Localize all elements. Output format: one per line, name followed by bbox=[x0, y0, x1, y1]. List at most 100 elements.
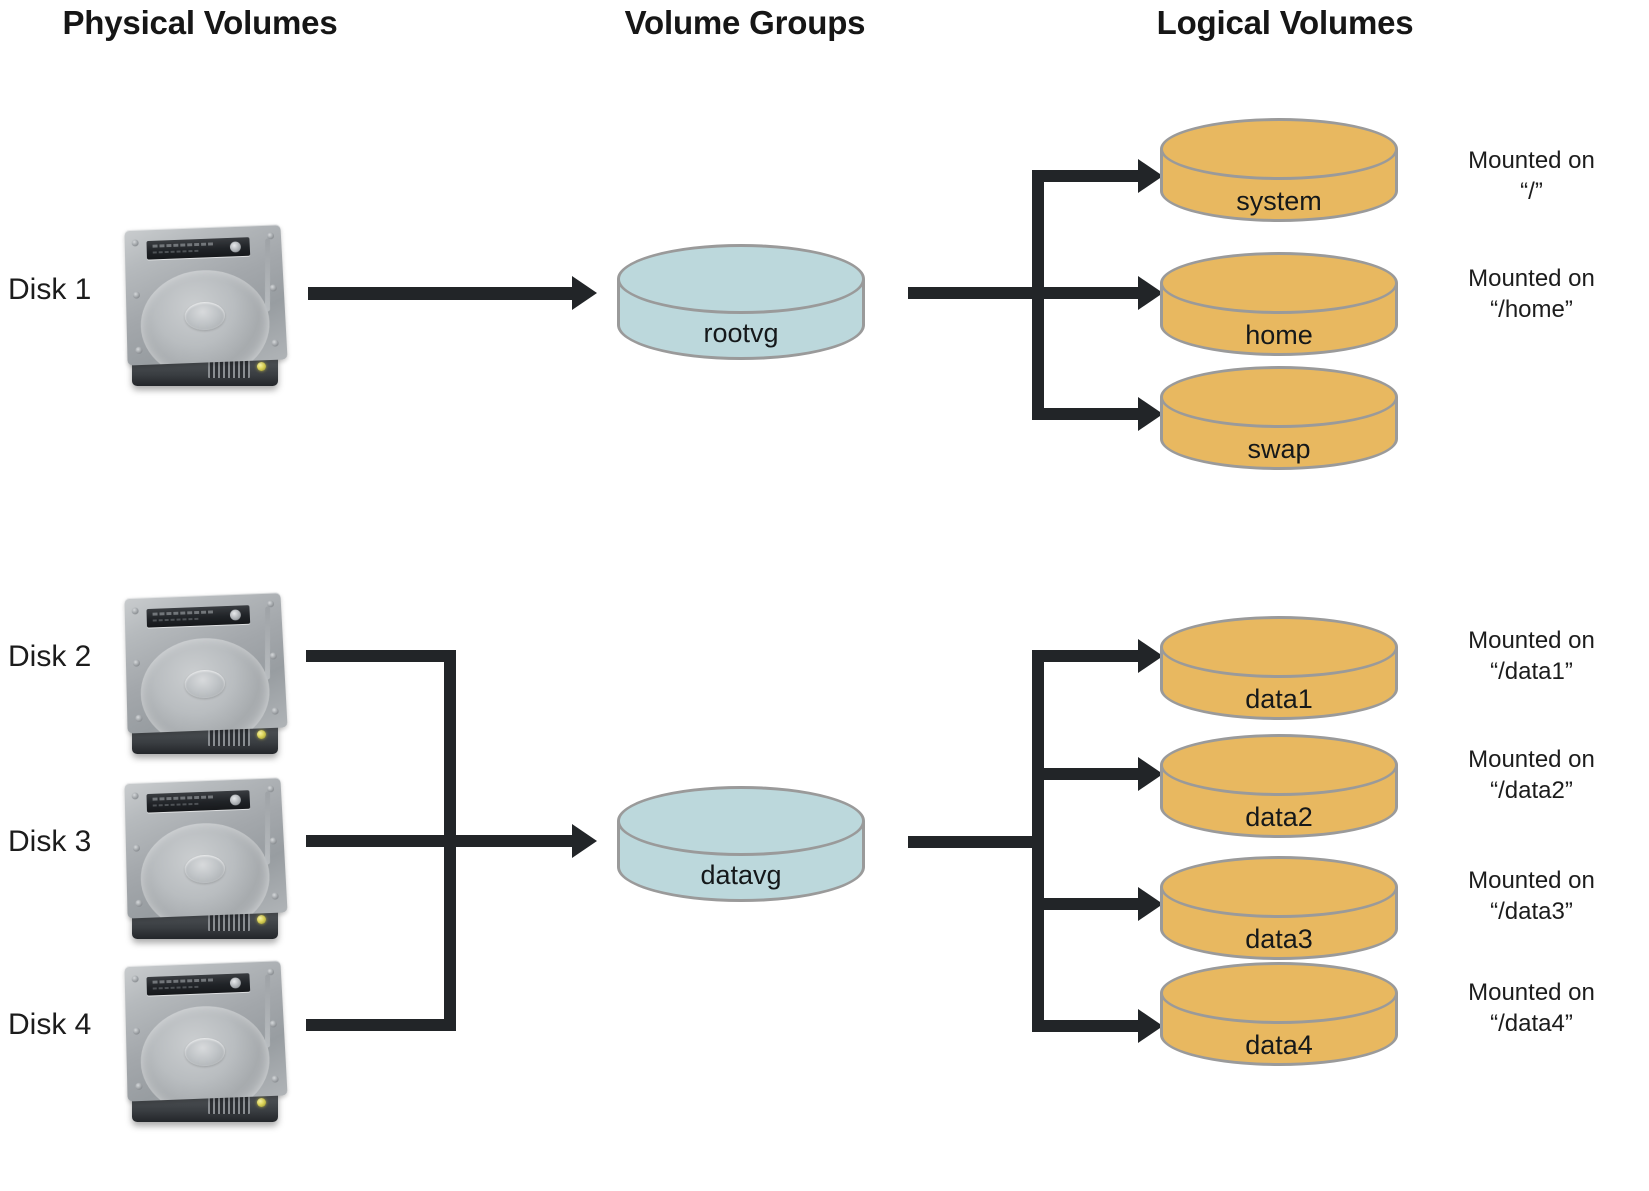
connector-disk2-branch bbox=[306, 650, 456, 662]
volume-group-rootvg: rootvg bbox=[617, 244, 865, 360]
disk-screw bbox=[271, 1075, 279, 1083]
disk-led-icon bbox=[257, 362, 266, 371]
disk-arm bbox=[264, 791, 271, 865]
disk-logo-icon bbox=[229, 977, 242, 989]
arrowhead-merge-to-datavg bbox=[572, 824, 597, 858]
mount-label-line2: “/data3” bbox=[1490, 897, 1573, 925]
disk-screw bbox=[269, 1020, 277, 1028]
disk-screw bbox=[269, 652, 277, 660]
mount-label-line1: Mounted on bbox=[1468, 979, 1595, 1006]
disk-screw bbox=[271, 892, 279, 900]
disk-screw bbox=[135, 899, 143, 908]
cylinder-top bbox=[1160, 962, 1398, 1024]
cylinder-top bbox=[617, 244, 865, 314]
disk-screw bbox=[131, 239, 139, 247]
connector-rootvg-to-home bbox=[1032, 287, 1142, 299]
logical-volume-data2: data2 bbox=[1160, 734, 1398, 838]
mount-label-line2: “/data2” bbox=[1490, 776, 1573, 804]
volume-group-datavg: datavg bbox=[617, 786, 865, 902]
disk-screw bbox=[135, 714, 143, 723]
column-header-volume-groups: Volume Groups bbox=[624, 4, 866, 41]
mount-label-line1: Mounted on bbox=[1468, 867, 1595, 894]
connector-datavg-to-data1 bbox=[1032, 650, 1142, 662]
disk-body bbox=[124, 224, 288, 366]
mount-label-line2: “/data1” bbox=[1490, 657, 1573, 685]
mount-label-home: Mounted on “/home” bbox=[1424, 264, 1639, 325]
disk-screw bbox=[269, 837, 277, 845]
arrowhead-to-home bbox=[1138, 276, 1163, 310]
logical-volume-label: home bbox=[1245, 320, 1313, 350]
disk-screw bbox=[266, 232, 275, 240]
connector-split-trunk-datavg bbox=[1032, 650, 1044, 1032]
disk-logo-icon bbox=[229, 609, 242, 621]
arrowhead-to-system bbox=[1138, 159, 1163, 193]
disk-body bbox=[124, 777, 288, 919]
mount-label-line2: “/” bbox=[1520, 177, 1543, 205]
arrowhead-disk1-to-rootvg bbox=[572, 276, 597, 310]
disk-screw bbox=[135, 1082, 143, 1091]
disk-screw bbox=[269, 284, 277, 292]
hard-disk-icon bbox=[124, 224, 288, 393]
logical-volume-label: data4 bbox=[1245, 1030, 1313, 1060]
logical-volume-system: system bbox=[1160, 118, 1398, 222]
disk-sticker bbox=[146, 790, 251, 813]
logical-volume-label: system bbox=[1236, 186, 1322, 216]
disk-screw bbox=[131, 607, 139, 615]
hard-disk-icon bbox=[124, 777, 288, 946]
mount-label-line2: “/data4” bbox=[1490, 1009, 1573, 1037]
disk-screw bbox=[135, 346, 143, 355]
mount-label-data1: Mounted on “/data1” bbox=[1424, 626, 1639, 687]
hard-disk-icon bbox=[124, 592, 288, 761]
disk-arm bbox=[264, 606, 271, 680]
disk-label-3: Disk 3 bbox=[8, 825, 92, 858]
disk-logo-icon bbox=[229, 794, 242, 806]
arrowhead-to-data3 bbox=[1138, 887, 1163, 921]
connector-rootvg-stem bbox=[908, 287, 1044, 299]
mount-label-data4: Mounted on “/data4” bbox=[1424, 978, 1639, 1039]
logical-volume-data1: data1 bbox=[1160, 616, 1398, 720]
cylinder-top bbox=[1160, 118, 1398, 180]
mount-label-line2: “/home” bbox=[1490, 295, 1573, 323]
cylinder-top bbox=[1160, 252, 1398, 314]
connector-rootvg-to-system bbox=[1032, 170, 1142, 182]
disk-led-icon bbox=[257, 730, 266, 739]
disk-screw bbox=[266, 968, 275, 976]
disk-screw bbox=[132, 659, 141, 667]
cylinder-top bbox=[1160, 366, 1398, 428]
logical-volume-data3: data3 bbox=[1160, 856, 1398, 960]
mount-label-line1: Mounted on bbox=[1468, 265, 1595, 292]
disk-label-2: Disk 2 bbox=[8, 640, 92, 673]
disk-label-1: Disk 1 bbox=[8, 273, 92, 306]
logical-volume-label: data3 bbox=[1245, 924, 1313, 954]
disk-screw bbox=[131, 975, 139, 983]
mount-label-line1: Mounted on bbox=[1468, 746, 1595, 773]
arrowhead-to-swap bbox=[1138, 397, 1163, 431]
column-header-physical-volumes: Physical Volumes bbox=[62, 4, 338, 41]
cylinder-top bbox=[1160, 616, 1398, 678]
connector-disk4-branch bbox=[306, 1019, 456, 1031]
mount-label-line1: Mounted on bbox=[1468, 147, 1595, 174]
disk-screw bbox=[271, 339, 279, 347]
disk-body bbox=[124, 592, 288, 734]
hard-disk-icon bbox=[124, 960, 288, 1129]
disk-screw bbox=[132, 844, 141, 852]
disk-arm bbox=[264, 238, 271, 312]
cylinder-top bbox=[1160, 856, 1398, 918]
connector-disk1-to-rootvg bbox=[308, 287, 576, 300]
mount-label-data2: Mounted on “/data2” bbox=[1424, 745, 1639, 806]
volume-group-label: datavg bbox=[700, 860, 782, 890]
disk-screw bbox=[271, 707, 279, 715]
column-header-logical-volumes: Logical Volumes bbox=[1156, 4, 1414, 41]
connector-datavg-to-data2 bbox=[1032, 768, 1142, 780]
disk-screw bbox=[132, 291, 141, 299]
disk-label-4: Disk 4 bbox=[8, 1008, 92, 1041]
arrowhead-to-data2 bbox=[1138, 757, 1163, 791]
connector-datavg-to-data4 bbox=[1032, 1020, 1142, 1032]
disk-screw bbox=[266, 600, 275, 608]
disk-arm bbox=[264, 974, 271, 1048]
disk-led-icon bbox=[257, 915, 266, 924]
cylinder-top bbox=[1160, 734, 1398, 796]
logical-volume-label: swap bbox=[1247, 434, 1311, 464]
connector-merge-to-datavg bbox=[444, 835, 576, 847]
